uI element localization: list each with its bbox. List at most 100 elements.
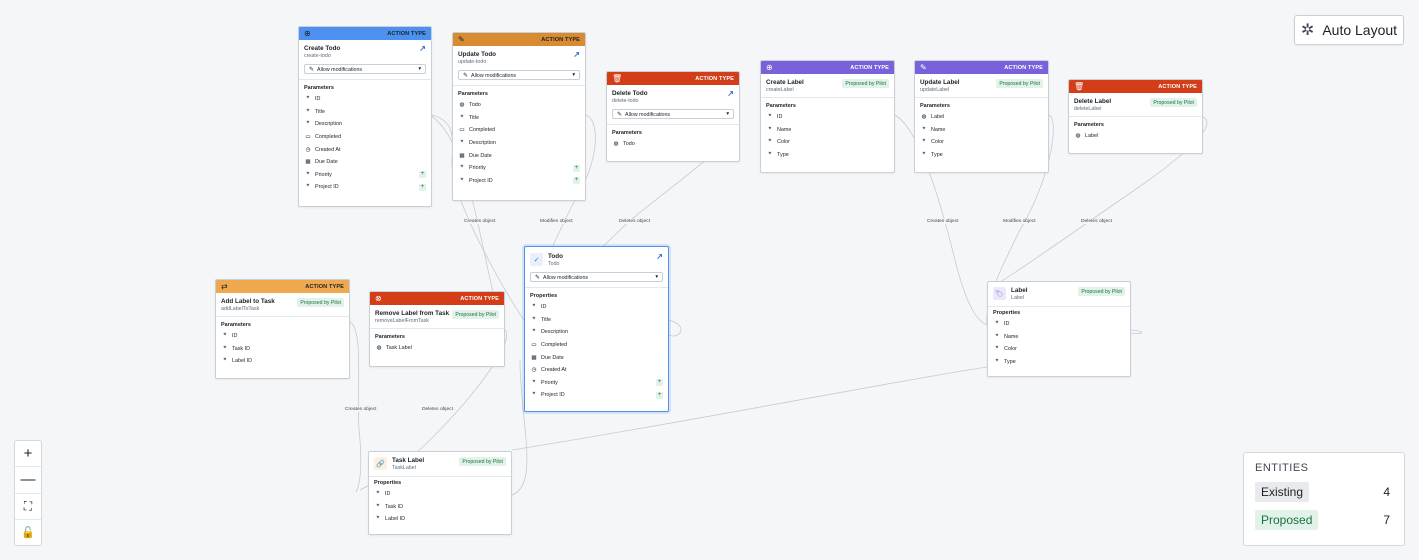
node-title: Label (1011, 287, 1028, 294)
param-row[interactable]: ❞Task ID (221, 343, 344, 356)
property-row[interactable]: ❞Description (530, 326, 663, 339)
auto-layout-icon: ✲ (1300, 22, 1315, 39)
open-arrow-icon[interactable]: ↗ (656, 252, 663, 261)
node-create-label[interactable]: ⊕ ACTION TYPE Create Label createLabel P… (760, 60, 895, 173)
property-row[interactable]: ❞Color (993, 343, 1125, 356)
param-row[interactable]: ❞ID (221, 330, 344, 343)
property-row[interactable]: ❞Label ID (374, 513, 506, 526)
fit-view-button[interactable]: ⛶ (15, 494, 41, 520)
tag-icon: 🏷 (993, 287, 1006, 300)
param-row[interactable]: ▦Due Date (459, 152, 492, 159)
param-row[interactable]: ❞Description (458, 137, 580, 150)
param-row[interactable]: ▭Completed (459, 127, 496, 134)
zoom-controls: + — ⛶ 🔓 (14, 440, 42, 546)
param-row[interactable]: ❞Title (304, 106, 426, 119)
add-icon[interactable]: + (419, 171, 426, 179)
property-row[interactable]: ▭Completed (531, 342, 568, 349)
param-row[interactable]: ❞ID (766, 111, 889, 124)
parameters-heading: Parameters (221, 322, 251, 328)
property-row[interactable]: ❞Priority+ (530, 377, 663, 390)
add-icon[interactable]: + (573, 177, 580, 185)
node-subtitle: addLabelToTask (221, 306, 260, 312)
property-row[interactable]: ❞ID (993, 318, 1125, 331)
edge-label-self (1130, 329, 1143, 335)
toggle-type-icon: ▭ (459, 127, 465, 134)
param-row[interactable]: ❞Title (458, 112, 580, 125)
param-row[interactable]: ◍Task Label (376, 345, 412, 352)
toggle-type-icon: ▭ (305, 134, 311, 141)
proposed-badge: Proposed by Pilot (1150, 98, 1197, 107)
param-row[interactable]: ❞Name (766, 124, 889, 137)
param-row[interactable]: ◍Label (921, 114, 945, 121)
node-delete-todo[interactable]: 🗑 ACTION TYPE Delete Todo delete-todo ↗ … (606, 71, 740, 162)
param-row[interactable]: ▦Due Date (305, 159, 338, 166)
node-create-todo[interactable]: ⊕ ACTION TYPE Create Todo create-todo ↗ … (298, 26, 432, 207)
property-row[interactable]: ❞Title (530, 314, 663, 327)
property-row[interactable]: ❞ID (530, 301, 663, 314)
node-delete-label[interactable]: 🗑 ACTION TYPE Delete Label deleteLabel P… (1068, 79, 1203, 154)
node-add-label-to-task[interactable]: ⇄ ACTION TYPE Add Label to Task addLabel… (215, 279, 350, 379)
param-row[interactable]: ❞Type (920, 149, 1043, 162)
param-row[interactable]: ◍Todo (459, 102, 481, 109)
node-task-label-object[interactable]: 🔗 Task Label TaskLabel Proposed by Pilot… (368, 451, 512, 535)
node-update-todo[interactable]: ✎ ACTION TYPE Update Todo update-todo ↗ … (452, 32, 586, 201)
add-icon[interactable]: + (573, 164, 580, 172)
add-icon[interactable]: + (656, 391, 663, 399)
zoom-out-button[interactable]: — (15, 467, 41, 494)
property-row[interactable]: ❞Type (993, 356, 1125, 369)
node-todo-object[interactable]: ✓ Todo Todo ↗ ✎Allow modifications▾ Prop… (524, 246, 669, 412)
allow-modifications-select[interactable]: ✎Allow modifications▾ (458, 70, 580, 80)
param-row[interactable]: ◍Label (1075, 133, 1099, 140)
auto-layout-button[interactable]: ✲ Auto Layout (1294, 15, 1404, 45)
param-row[interactable]: ❞Priority+ (458, 162, 580, 175)
property-row[interactable]: ❞Task ID (374, 501, 506, 514)
property-row[interactable]: ❞Name (993, 331, 1125, 344)
allow-modifications-select[interactable]: ✎Allow modifications▾ (612, 109, 734, 119)
open-arrow-icon[interactable]: ↗ (727, 89, 734, 98)
allow-modifications-select[interactable]: ✎Allow modifications▾ (304, 64, 426, 74)
param-row[interactable]: ❞Description (304, 118, 426, 131)
param-row[interactable]: ◷Created At (305, 146, 341, 153)
lock-button[interactable]: 🔓 (15, 520, 41, 545)
param-row[interactable]: ▭Completed (305, 134, 342, 141)
node-title: Delete Label (1074, 98, 1112, 105)
plus-icon: + (23, 445, 33, 463)
param-row[interactable]: ❞Color (766, 136, 889, 149)
caret-down-icon: ▾ (655, 274, 658, 280)
open-arrow-icon[interactable]: ↗ (419, 44, 426, 53)
param-row[interactable]: ◍Todo (613, 141, 635, 148)
text-type-icon: ❞ (768, 152, 772, 159)
param-row[interactable]: ❞Name (920, 124, 1043, 137)
text-type-icon: ❞ (768, 139, 772, 146)
edge-todo-self (667, 319, 682, 337)
param-row[interactable]: ❞Project ID+ (458, 175, 580, 188)
node-label-object[interactable]: 🏷 Label Label Proposed by Pilot Properti… (987, 281, 1131, 377)
param-row[interactable]: ❞Project ID+ (304, 181, 426, 194)
property-row[interactable]: ▦Due Date (531, 354, 564, 361)
property-row[interactable]: ❞ID (374, 488, 506, 501)
text-type-icon: ❞ (995, 333, 999, 340)
open-arrow-icon[interactable]: ↗ (573, 50, 580, 59)
param-row[interactable]: ❞Color (920, 136, 1043, 149)
param-row[interactable]: ❞ID (304, 93, 426, 106)
text-type-icon: ❞ (460, 165, 464, 172)
add-icon[interactable]: + (419, 183, 426, 191)
param-list: ◍Todo (607, 136, 739, 151)
param-row[interactable]: ❞Priority+ (304, 169, 426, 182)
node-update-label[interactable]: ✎ ACTION TYPE Update Label updateLabel P… (914, 60, 1049, 173)
text-type-icon: ❞ (532, 392, 536, 399)
proposed-badge: Proposed by Pilot (842, 79, 889, 88)
property-row[interactable]: ❞Project ID+ (530, 389, 663, 402)
zoom-in-button[interactable]: + (15, 441, 41, 468)
edge-label-deletes: Deletes object (618, 219, 651, 224)
property-row[interactable]: ◷Created At (531, 367, 567, 374)
node-remove-label-from-task[interactable]: ⊗ ACTION TYPE Remove Label from Task rem… (369, 291, 505, 367)
param-row[interactable]: ❞Type (766, 149, 889, 162)
add-icon[interactable]: + (656, 379, 663, 387)
allow-modifications-select[interactable]: ✎Allow modifications▾ (530, 272, 663, 282)
param-row[interactable]: ❞Label ID (221, 355, 344, 368)
pencil-icon: ✎ (458, 34, 465, 44)
caret-down-icon: ▾ (726, 111, 729, 117)
node-title: Update Label (920, 79, 960, 86)
